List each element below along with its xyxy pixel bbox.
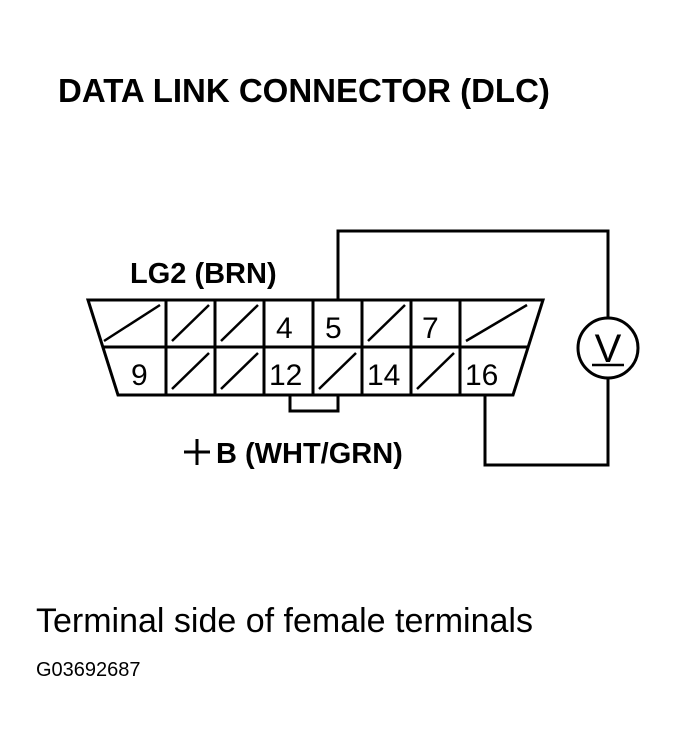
pin-7-label: 7: [422, 312, 439, 345]
pin-9-label: 9: [131, 359, 148, 392]
pin-14-label: 14: [367, 359, 400, 392]
diagram-title: DATA LINK CONNECTOR (DLC): [58, 72, 550, 109]
unused-terminal-hatches: [103, 303, 528, 390]
caption-text: Terminal side of female terminals: [36, 602, 533, 640]
pin-5-label: 5: [325, 312, 342, 345]
voltmeter-symbol: V: [595, 327, 622, 371]
plus-b-wire-label: B (WHT/GRN): [184, 438, 403, 470]
pin-12-label: 12: [269, 359, 302, 392]
voltmeter-icon: V: [576, 316, 640, 380]
pin-4-label: 4: [276, 312, 293, 345]
plus-b-text: B (WHT/GRN): [216, 438, 403, 470]
figure-code: G03692687: [36, 659, 141, 681]
pin-16-label: 16: [465, 359, 498, 392]
dlc-connector-body: [85, 298, 546, 413]
test-wiring: [336, 229, 610, 467]
lg2-wire-label: LG2 (BRN): [130, 258, 277, 290]
